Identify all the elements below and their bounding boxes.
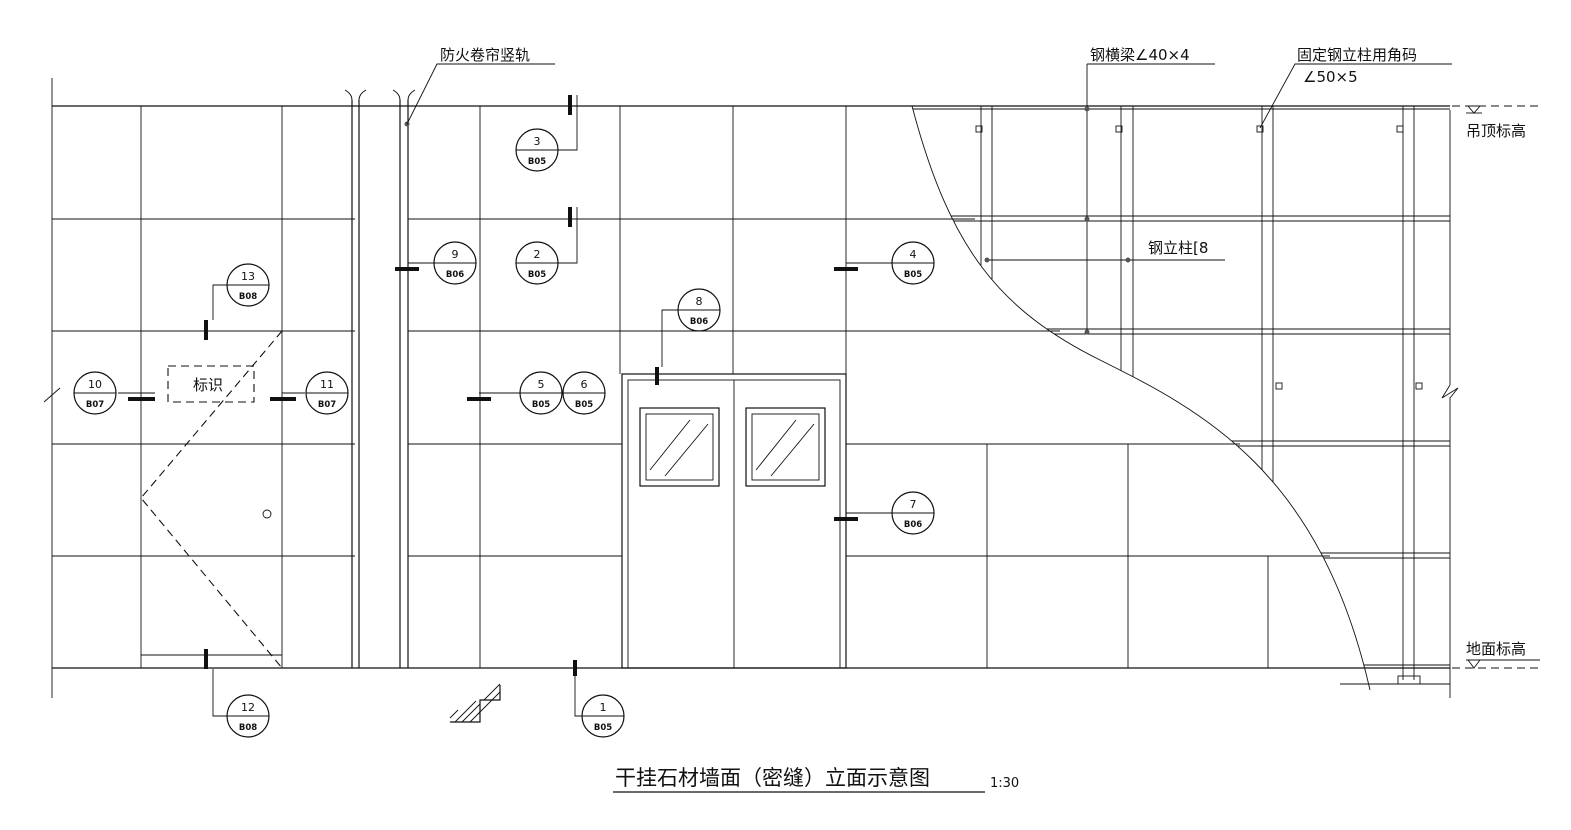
callout-code: B05	[904, 270, 922, 280]
callout-code: B05	[575, 400, 593, 410]
steel-column-label: 钢立柱[8	[1148, 239, 1208, 257]
title-scale: 1:30	[990, 776, 1019, 791]
callout-code: B05	[594, 723, 612, 733]
callout-12: 12 B08	[226, 694, 270, 738]
ceiling-level-label: 吊顶标高	[1466, 122, 1526, 140]
title-text: 干挂石材墙面（密缝）立面示意图	[615, 766, 930, 790]
callouts: 1 B05 2 B05 3 B05 4 B05 5 B05 6 B05	[73, 95, 935, 738]
steel-frame-cutaway	[911, 105, 1450, 691]
callout-4: 4 B05	[891, 241, 935, 285]
vision-panel-left	[639, 407, 720, 487]
callout-number: 11	[320, 378, 334, 391]
callout-8: 8 B06	[677, 288, 721, 332]
callout-number: 2	[534, 248, 541, 261]
callout-number: 5	[538, 378, 545, 391]
callout-number: 13	[241, 270, 255, 283]
vision-panel-right	[745, 407, 826, 487]
callout-3: 3 B05	[515, 128, 559, 172]
callout-number: 3	[534, 135, 541, 148]
callout-5: 5 B05	[519, 371, 563, 415]
callout-6: 6 B05	[562, 371, 606, 415]
callout-7: 7 B06	[891, 491, 935, 535]
callout-code: B07	[318, 400, 336, 410]
callout-9: 9 B06	[433, 241, 477, 285]
callout-code: B05	[528, 270, 546, 280]
callout-number: 4	[910, 248, 917, 261]
callout-number: 10	[88, 378, 102, 391]
angle-bracket-label-2: ∠50×5	[1303, 68, 1358, 86]
callout-code: B06	[904, 520, 922, 530]
fire-door: 标识	[140, 330, 283, 669]
callout-13: 13 B08	[226, 263, 270, 307]
callout-code: B08	[239, 723, 257, 733]
callout-code: B06	[446, 270, 464, 280]
angle-bracket-label-1: 固定钢立柱用角码	[1297, 46, 1417, 64]
drawing-title: 干挂石材墙面（密缝）立面示意图 1:30	[613, 766, 1019, 793]
leader-labels: 防火卷帘竖轨 钢横梁∠40×4 固定钢立柱用角码 ∠50×5 钢立柱[8	[404, 46, 1452, 335]
floor-level-label: 地面标高	[1466, 640, 1526, 658]
callout-2: 2 B05	[515, 241, 559, 285]
callout-number: 6	[581, 378, 588, 391]
callout-number: 8	[696, 295, 703, 308]
steel-beam-label: 钢横梁∠40×4	[1090, 46, 1190, 64]
stone-joint-grid	[52, 106, 1330, 668]
sign-box	[167, 365, 255, 403]
level-markers: 吊顶标高 地面标高	[1452, 105, 1540, 669]
wall-outline	[43, 78, 1459, 698]
callout-code: B07	[86, 400, 104, 410]
callout-number: 9	[452, 248, 459, 261]
fire-shutter-rail-label: 防火卷帘竖轨	[440, 46, 530, 64]
callout-code: B06	[690, 317, 708, 327]
callout-10: 10 B07	[73, 371, 117, 415]
callout-code: B05	[532, 400, 550, 410]
callout-number: 1	[600, 701, 607, 714]
double-door	[621, 373, 847, 669]
fire-shutter-rails	[344, 89, 416, 668]
callout-code: B08	[239, 292, 257, 302]
callout-number: 7	[910, 498, 917, 511]
callout-code: B05	[528, 157, 546, 167]
callout-number: 12	[241, 701, 255, 714]
stair-symbol	[449, 683, 501, 723]
callout-1: 1 B05	[581, 694, 625, 738]
sign-label: 标识	[193, 376, 223, 394]
callout-11: 11 B07	[305, 371, 349, 415]
